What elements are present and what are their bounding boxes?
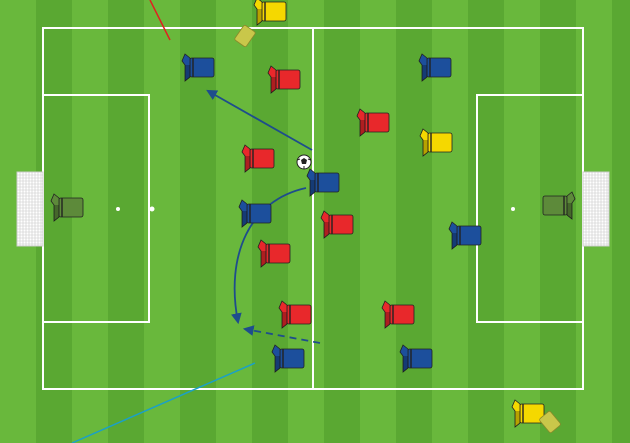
red-player-shirt-icon <box>268 66 300 93</box>
blue-player-shirt-icon <box>400 345 432 372</box>
red-player-shirt-icon <box>242 145 274 172</box>
right-penalty-spot <box>511 207 515 211</box>
blue-player-shirt-icon <box>449 222 481 249</box>
blue-player-shirt-icon <box>182 54 214 81</box>
goalkeeper-shirt-icon <box>543 192 575 219</box>
red-player-shirt-icon <box>357 109 389 136</box>
goalkeeper-shirt-icon <box>51 194 83 221</box>
football-ball-icon <box>297 155 311 169</box>
blue-player-shirt-icon <box>239 200 271 227</box>
red-player-shirt-icon <box>382 301 414 328</box>
left-goal <box>17 172 43 246</box>
yellow-player-shirt-icon <box>254 0 286 25</box>
red-player-shirt-icon <box>258 240 290 267</box>
yellow-player-shirt-icon <box>420 129 452 156</box>
red-player-shirt-icon <box>321 211 353 238</box>
blue-player-shirt-icon <box>272 345 304 372</box>
right-goal <box>583 172 609 246</box>
blue-player-shirt-icon <box>307 169 339 196</box>
yellow-player-shirt-icon <box>512 400 544 427</box>
red-player-shirt-icon <box>279 301 311 328</box>
blue-player-shirt-icon <box>419 54 451 81</box>
left-center-spot <box>150 207 155 212</box>
left-penalty-spot <box>116 207 120 211</box>
